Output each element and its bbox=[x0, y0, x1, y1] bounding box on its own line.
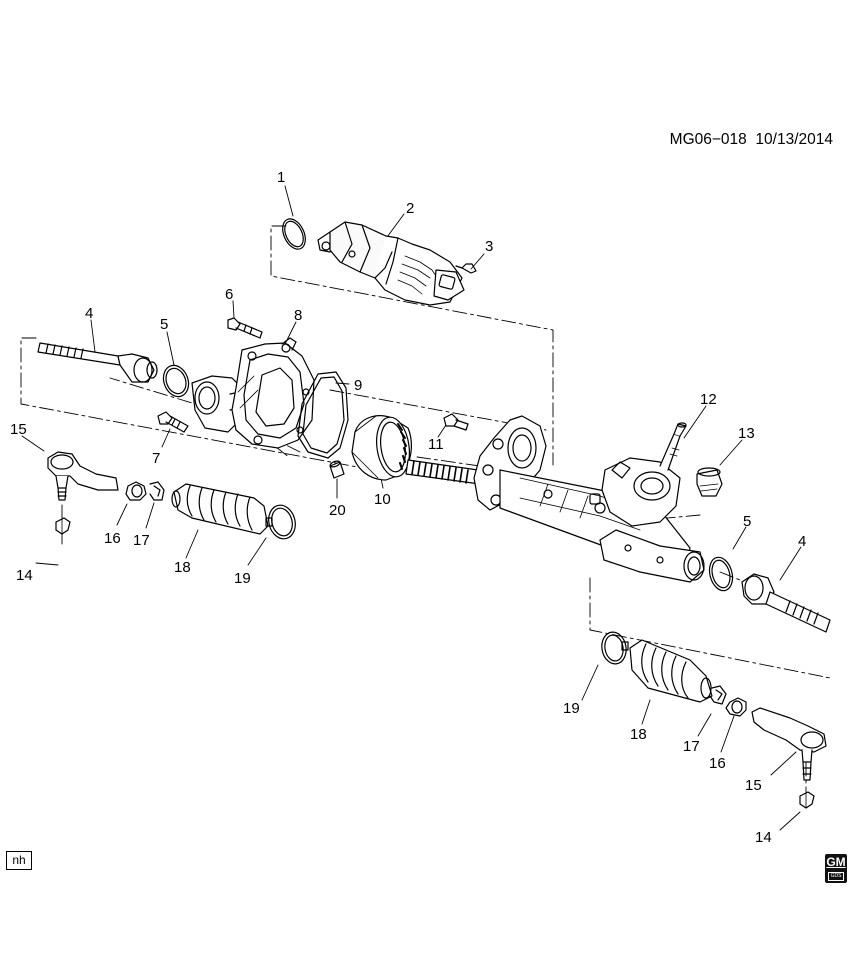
nut-part bbox=[799, 791, 815, 809]
clamp-part bbox=[149, 481, 165, 501]
drawing-reference: MG06−018 10/13/2014 bbox=[670, 131, 833, 149]
electric-motor-part bbox=[317, 221, 465, 306]
callout-8: 8 bbox=[294, 307, 302, 324]
callout-7: 7 bbox=[152, 450, 160, 467]
bolt-part bbox=[157, 411, 189, 433]
boot-part bbox=[171, 483, 269, 535]
callout-13: 13 bbox=[738, 425, 755, 442]
callout-15: 15 bbox=[745, 777, 762, 794]
seal-ring-part bbox=[708, 556, 734, 592]
callout-labels: 1 2 3 4 5 6 7 8 9 10 11 12 13 14 15 16 1… bbox=[10, 169, 806, 846]
drawing-code-tag: nh bbox=[6, 851, 32, 870]
callout-9: 9 bbox=[354, 377, 362, 394]
jam-nut-part bbox=[725, 697, 747, 717]
callout-11: 11 bbox=[428, 436, 444, 453]
callout-19: 19 bbox=[563, 700, 580, 717]
nut-part bbox=[55, 517, 71, 535]
clamp-part bbox=[601, 631, 629, 665]
callout-5: 5 bbox=[160, 316, 168, 333]
callout-1: 1 bbox=[277, 169, 285, 186]
outer-tie-rod-end-part bbox=[47, 451, 119, 501]
bolt-part bbox=[455, 263, 477, 274]
callout-18: 18 bbox=[174, 559, 191, 576]
callout-3: 3 bbox=[485, 238, 493, 255]
drawing-number: MG06−018 bbox=[669, 131, 747, 148]
pin-part bbox=[329, 460, 345, 479]
jam-nut-part bbox=[125, 481, 147, 501]
bolt-part bbox=[443, 413, 469, 431]
callout-16: 16 bbox=[104, 530, 121, 547]
callout-16: 16 bbox=[709, 755, 726, 772]
callout-17: 17 bbox=[683, 738, 700, 755]
callout-19: 19 bbox=[234, 570, 251, 587]
bushing-part bbox=[696, 467, 723, 497]
callout-15: 15 bbox=[10, 421, 27, 438]
callout-14: 14 bbox=[755, 829, 772, 846]
steering-gear-part bbox=[405, 415, 705, 583]
callout-4: 4 bbox=[85, 305, 93, 322]
callout-20: 20 bbox=[329, 502, 346, 519]
outer-tie-rod-end-part bbox=[751, 707, 827, 781]
seal-ring-part bbox=[162, 364, 190, 398]
inner-tie-rod-part bbox=[37, 342, 158, 383]
inner-tie-rod-part bbox=[741, 573, 831, 633]
drawing-date: 10/13/2014 bbox=[755, 131, 833, 148]
gasket-part bbox=[297, 371, 349, 459]
bearing-sleeve-part bbox=[351, 415, 412, 481]
clamp-part bbox=[709, 685, 727, 705]
callout-4: 4 bbox=[798, 533, 806, 550]
callout-2: 2 bbox=[406, 200, 414, 217]
o-ring-part bbox=[282, 218, 306, 250]
callout-6: 6 bbox=[225, 286, 233, 303]
callout-14: 14 bbox=[16, 567, 33, 584]
group-bracket-lines bbox=[20, 225, 831, 794]
gm-logo-text: GM bbox=[826, 855, 846, 869]
callout-18: 18 bbox=[630, 726, 647, 743]
callout-10: 10 bbox=[374, 491, 391, 508]
bolt-part bbox=[227, 317, 263, 339]
gm-logo-subtext: GDS bbox=[828, 872, 844, 881]
clamp-part bbox=[265, 504, 296, 540]
callout-12: 12 bbox=[700, 391, 717, 408]
boot-part bbox=[629, 639, 713, 703]
gm-logo-icon: GM GDS bbox=[825, 854, 847, 883]
gear-housing-cover-part bbox=[191, 337, 315, 449]
callout-5: 5 bbox=[743, 513, 751, 530]
callout-17: 17 bbox=[133, 532, 150, 549]
